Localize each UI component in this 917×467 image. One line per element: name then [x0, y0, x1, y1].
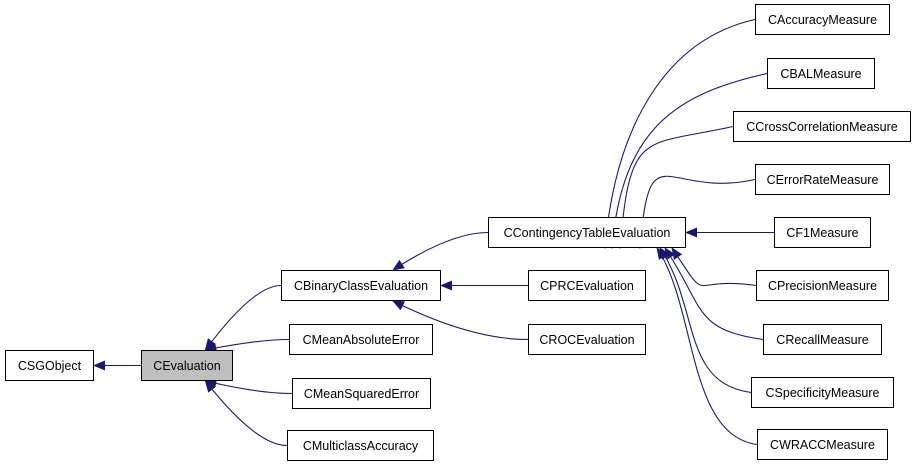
node-cmulticlassaccuracy[interactable]: CMulticlassAccuracy: [287, 430, 434, 461]
node-crecallmeasure[interactable]: CRecallMeasure: [763, 324, 882, 355]
edge-crocevaluation-to-cbinaryclassevaluation: [392, 300, 529, 341]
node-cprecisionmeasure[interactable]: CPrecisionMeasure: [756, 270, 889, 301]
edge-cprecisionmeasure-to-ccontingencytableevaluation: [671, 247, 757, 287]
node-cevaluation[interactable]: CEvaluation: [141, 350, 233, 381]
node-crocevaluation[interactable]: CROCEvaluation: [528, 324, 646, 355]
node-ccontingencytableevaluation[interactable]: CContingencyTableEvaluation: [488, 217, 686, 248]
edge-cerrorratemeasure-to-ccontingencytableevaluation: [635, 175, 756, 249]
node-cmeanabsoluteerror[interactable]: CMeanAbsoluteError: [289, 324, 433, 355]
node-ccrosscorrelationmeasure[interactable]: CCrossCorrelationMeasure: [733, 111, 911, 142]
edge-crecallmeasure-to-ccontingencytableevaluation: [664, 247, 764, 341]
edge-cbinaryclassevaluation-to-cevaluation: [204, 284, 282, 351]
edge-ccontingencytableevaluation-to-cbinaryclassevaluation: [392, 231, 489, 271]
edge-cwraccmeasure-to-ccontingencytableevaluation: [656, 247, 758, 446]
edge-cmeanabsoluteerror-to-cevaluation: [204, 338, 290, 353]
node-caccuracymeasure[interactable]: CAccuracyMeasure: [755, 4, 890, 35]
node-cf1measure[interactable]: CF1Measure: [774, 217, 871, 248]
edge-cbalmeasure-to-ccontingencytableevaluation: [607, 72, 768, 249]
node-cspecificitymeasure[interactable]: CSpecificityMeasure: [751, 377, 894, 408]
node-cmeansquarederror[interactable]: CMeanSquaredError: [292, 378, 431, 409]
edge-cmeansquarederror-to-cevaluation: [204, 378, 293, 395]
node-csgobject[interactable]: CSGObject: [5, 350, 94, 381]
node-cwraccmeasure[interactable]: CWRACCMeasure: [757, 429, 888, 460]
edge-ccrosscorrelationmeasure-to-ccontingencytableevaluation: [615, 125, 734, 249]
edge-cmulticlassaccuracy-to-cevaluation: [204, 380, 288, 447]
node-cprcevaluation[interactable]: CPRCEvaluation: [528, 270, 646, 301]
node-cbinaryclassevaluation[interactable]: CBinaryClassEvaluation: [281, 270, 441, 301]
edge-cspecificitymeasure-to-ccontingencytableevaluation: [659, 247, 752, 394]
node-cerrorratemeasure[interactable]: CErrorRateMeasure: [755, 164, 890, 195]
node-cbalmeasure[interactable]: CBALMeasure: [767, 58, 875, 89]
edge-caccuracymeasure-to-ccontingencytableevaluation: [600, 18, 756, 249]
